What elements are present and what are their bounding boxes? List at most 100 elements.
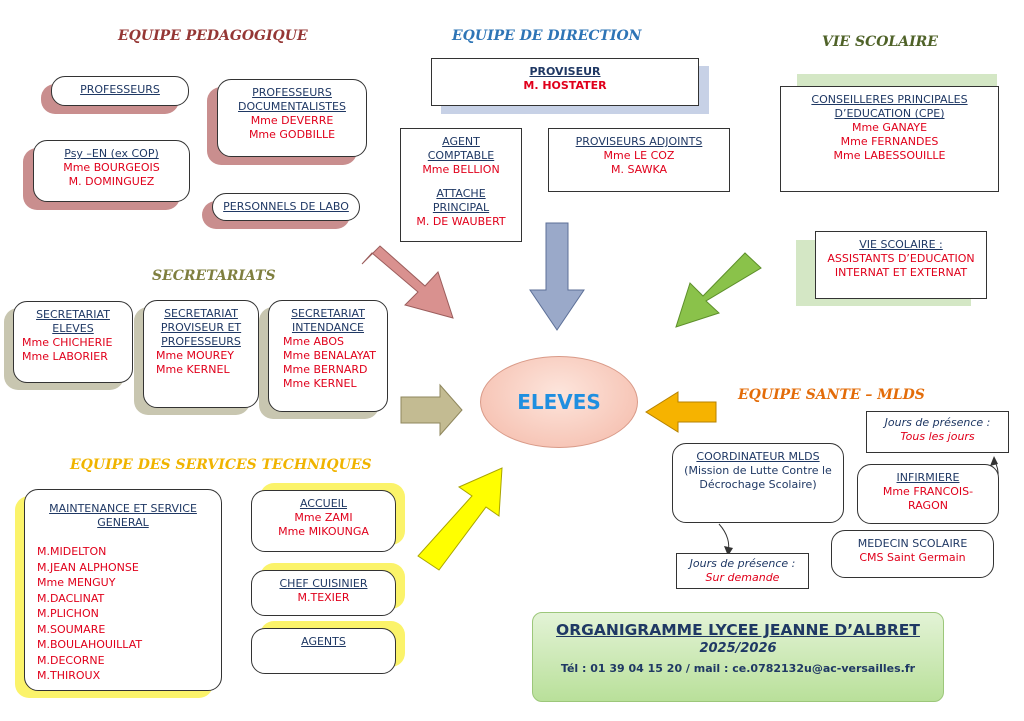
connector-arrow-infirmiere [990,456,998,466]
box-medecin: MEDECIN SCOLAIRE CMS Saint Germain [831,530,994,578]
maintenance-name-7: M.BOULAHOUILLAT [37,638,143,651]
section-title-direction: EQUIPE DE DIRECTION [452,28,642,44]
adjoints-title: PROVISEURS ADJOINTS [575,135,703,148]
connector-arrow-mlds [724,546,733,556]
section-title-techniques: EQUIPE DES SERVICES TECHNIQUES [70,457,372,473]
section-title-sante: EQUIPE SANTE – MLDS [738,387,925,403]
mlds-title: COORDINATEUR MLDS [696,450,820,463]
box-professeurs: PROFESSEURS [51,76,189,106]
maintenance-name-3: Mme MENGUY [37,576,116,589]
proviseur-title: PROVISEUR [529,65,601,78]
assistants-line-1: ASSISTANTS D’EDUCATION [827,252,975,265]
agent-title-1: AGENT [442,135,480,148]
medecin-name: CMS Saint Germain [859,551,966,564]
cpe-name-3: Mme LABESSOUILLE [833,149,946,162]
box-cpe: CONSEILLERES PRINCIPALES D’EDUCATION (CP… [780,86,999,192]
section-title-vie-scolaire: VIE SCOLAIRE [822,34,938,50]
jours-inf-value: Tous les jours [900,430,975,443]
box-jours-infirmiere: Jours de présence : Tous les jours [866,411,1009,453]
box-secretariat-intendance: SECRETARIAT INTENDANCE Mme ABOS Mme BENA… [268,300,388,412]
documentalistes-title-1: PROFESSEURS [252,86,332,99]
mlds-line-2: Décrochage Scolaire) [699,478,817,491]
sec-eleves-name-2: Mme LABORIER [22,350,108,363]
maintenance-name-6: M.SOUMARE [37,622,106,636]
sec-int-name-2: Mme BENALAYAT [283,349,377,362]
agents-title: AGENTS [301,635,346,648]
box-agents: AGENTS [251,628,396,674]
footer-title: ORGANIGRAMME LYCEE JEANNE D’ALBRET [556,621,920,639]
sec-eleves-title-1: SECRETARIAT [36,308,110,321]
assistants-line-2: INTERNAT ET EXTERNAT [834,266,968,279]
maintenance-title-1: MAINTENANCE ET SERVICE [49,502,197,515]
cpe-name-1: Mme GANAYE [851,121,928,134]
psy-name-2: M. DOMINGUEZ [68,175,155,188]
attache-title-2: PRINCIPAL [432,201,490,214]
infirmiere-name-2: RAGON [908,499,948,512]
arrow-green-icon [675,252,762,328]
box-agent-comptable: AGENT COMPTABLE Mme BELLION ATTACHE PRIN… [400,128,522,242]
agent-name: Mme BELLION [422,163,500,176]
psy-title: Psy –EN (ex COP) [64,147,159,160]
footer-box: ORGANIGRAMME LYCEE JEANNE D’ALBRET 2025/… [532,612,944,702]
maintenance-name-1: M.MIDELTON [37,545,107,558]
cpe-name-2: Mme FERNANDES [840,135,939,148]
sec-int-name-1: Mme ABOS [283,335,344,348]
mlds-line-1: (Mission de Lutte Contre le [684,464,832,477]
sec-prov-name-2: Mme KERNEL [156,363,230,376]
sec-prov-title-3: PROFESSEURS [161,335,241,348]
professeurs-title: PROFESSEURS [80,83,160,96]
attache-name: M. DE WAUBERT [416,215,506,228]
arrow-red-icon [361,245,454,319]
documentalistes-name-1: Mme DEVERRE [250,114,334,127]
maintenance-title-2: GENERAL [97,516,149,529]
box-labo: PERSONNELS DE LABO [212,193,360,221]
arrow-orange-icon [645,391,717,433]
agent-title-2: COMPTABLE [427,149,495,162]
box-maintenance: MAINTENANCE ET SERVICE GENERAL M.MIDELTO… [24,489,222,691]
jours-inf-label: Jours de présence : [884,416,991,429]
documentalistes-name-2: Mme GODBILLE [248,128,336,141]
box-secretariat-proviseur: SECRETARIAT PROVISEUR ET PROFESSEURS Mme… [143,300,259,408]
maintenance-name-2: M.JEAN ALPHONSE [37,560,139,574]
sec-int-title-2: INTENDANCE [291,321,365,334]
maintenance-name-4: M.DACLINAT [37,591,105,605]
center-eleves: ELEVES [480,356,638,448]
infirmiere-title: INFIRMIERE [896,471,960,484]
footer-year: 2025/2026 [699,641,777,656]
cuisinier-name: M.TEXIER [297,591,350,604]
box-accueil: ACCUEIL Mme ZAMI Mme MIKOUNGA [251,490,396,552]
sec-eleves-name-1: Mme CHICHERIE [22,336,113,349]
maintenance-name-5: M.PLICHON [37,607,99,620]
accueil-name-2: Mme MIKOUNGA [278,525,369,538]
box-secretariat-eleves: SECRETARIAT ELEVES Mme CHICHERIE Mme LAB… [13,301,133,383]
box-infirmiere: INFIRMIERE Mme FRANCOIS- RAGON [857,464,999,524]
assistants-title: VIE SCOLAIRE : [859,238,943,251]
arrow-blue-icon [529,222,585,331]
sec-prov-title-2: PROVISEUR ET [160,321,242,334]
accueil-title: ACCUEIL [299,497,348,510]
center-label: ELEVES [517,390,601,414]
sec-prov-title-1: SECRETARIAT [164,307,238,320]
box-assistants: VIE SCOLAIRE : ASSISTANTS D’EDUCATION IN… [815,231,987,299]
section-title-secretariats: SECRETARIATS [152,268,276,284]
sec-prov-name-1: Mme MOUREY [156,349,234,362]
box-proviseurs-adjoints: PROVISEURS ADJOINTS Mme LE COZ M. SAWKA [548,128,730,192]
adjoints-name-2: M. SAWKA [610,163,667,176]
infirmiere-name-1: Mme FRANCOIS- [882,485,974,498]
jours-mlds-value: Sur demande [705,571,780,584]
adjoints-name-1: Mme LE COZ [603,149,675,162]
accueil-name-1: Mme ZAMI [294,511,353,524]
maintenance-name-9: M.THIROUX [37,669,101,682]
cuisinier-title: CHEF CUISINIER [279,577,368,590]
box-jours-mlds: Jours de présence : Sur demande [676,553,809,589]
footer-contact: Tél : 01 39 04 15 20 / mail : ce.0782132… [560,662,916,675]
attache-title-1: ATTACHE [436,187,486,200]
maintenance-name-8: M.DECORNE [37,653,105,667]
sec-eleves-title-2: ELEVES [52,322,94,335]
box-cuisinier: CHEF CUISINIER M.TEXIER [251,570,396,616]
arrow-yellow-icon [417,467,503,571]
labo-title: PERSONNELS DE LABO [223,200,349,213]
proviseur-name: M. HOSTATER [523,79,607,92]
box-mlds: COORDINATEUR MLDS (Mission de Lutte Cont… [672,443,844,523]
